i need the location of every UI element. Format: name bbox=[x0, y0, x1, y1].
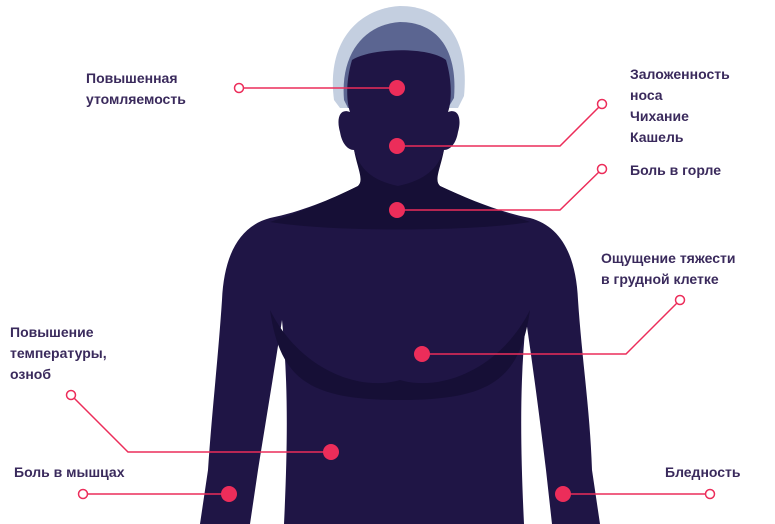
symptom-label-chest: Ощущение тяжести в грудной клетке bbox=[601, 248, 735, 290]
symptom-label-pallor: Бледность bbox=[665, 462, 741, 483]
endpoint-chest bbox=[676, 296, 685, 305]
marker-head bbox=[389, 80, 405, 96]
symptom-label-fatigue: Повышенная утомляемость bbox=[86, 68, 186, 110]
marker-nose bbox=[389, 138, 405, 154]
endpoint-fatigue bbox=[235, 84, 244, 93]
symptom-label-muscle: Боль в мышцах bbox=[14, 462, 124, 483]
endpoint-nose bbox=[598, 100, 607, 109]
marker-throat bbox=[389, 202, 405, 218]
endpoint-pallor bbox=[706, 490, 715, 499]
body-silhouette bbox=[200, 50, 600, 524]
symptom-label-fever: Повышение температуры, озноб bbox=[10, 322, 107, 385]
endpoint-muscle bbox=[79, 490, 88, 499]
endpoint-throat bbox=[598, 165, 607, 174]
symptom-label-nose: Заложенность носа Чихание Кашель bbox=[630, 64, 730, 148]
marker-chest bbox=[414, 346, 430, 362]
symptom-label-throat: Боль в горле bbox=[630, 160, 721, 181]
marker-right-arm bbox=[555, 486, 571, 502]
endpoint-fever bbox=[67, 391, 76, 400]
marker-left-arm bbox=[221, 486, 237, 502]
marker-abdomen bbox=[323, 444, 339, 460]
